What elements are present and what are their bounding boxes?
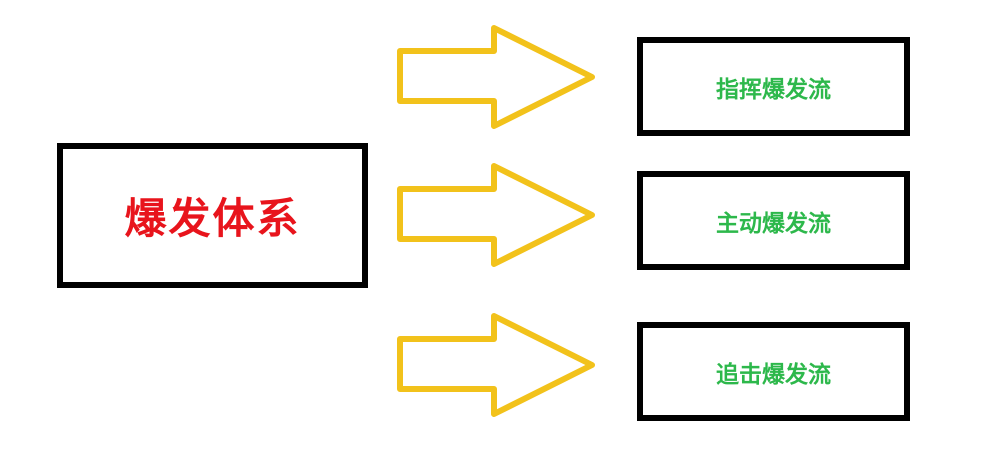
branch-node-command: 指挥爆发流 — [637, 37, 910, 136]
branch-node-pursuit: 追击爆发流 — [637, 322, 910, 421]
branch-node-active: 主动爆发流 — [637, 171, 910, 270]
arrow-right-icon — [397, 25, 595, 129]
arrow-right-icon — [397, 313, 595, 417]
branch-label: 追击爆发流 — [716, 361, 831, 388]
branch-label: 指挥爆发流 — [716, 76, 831, 103]
root-label: 爆发体系 — [124, 194, 301, 243]
root-node: 爆发体系 — [57, 143, 368, 288]
arrow-right-icon — [397, 163, 595, 267]
branch-label: 主动爆发流 — [716, 210, 831, 237]
